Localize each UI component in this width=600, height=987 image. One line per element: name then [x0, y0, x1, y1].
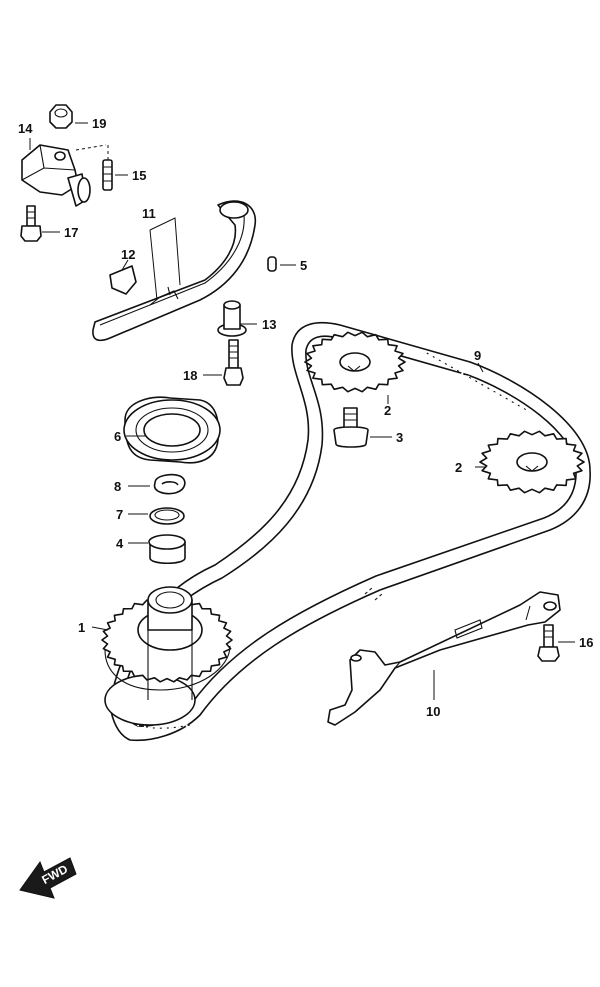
timing-chain [109, 322, 591, 742]
chain-guide [92, 200, 257, 342]
spacer [148, 534, 186, 565]
callout-11: 11 [142, 206, 156, 221]
callout-10: 10 [426, 704, 440, 719]
callout-16: 16 [579, 635, 593, 650]
callout-2b: 2 [455, 460, 462, 475]
bearing [123, 396, 221, 464]
guide-pad [109, 265, 137, 295]
callout-3: 3 [396, 430, 403, 445]
callout-12: 12 [121, 247, 135, 262]
bolt-17 [20, 205, 42, 242]
chain-tensioner [21, 144, 91, 207]
bolt-16 [537, 624, 560, 662]
callout-5: 5 [300, 258, 307, 273]
callout-9: 9 [474, 348, 481, 363]
crankshaft-gear [101, 586, 233, 726]
collar [217, 300, 247, 337]
callout-15: 15 [132, 168, 146, 183]
callout-8: 8 [114, 479, 121, 494]
o-ring [149, 507, 185, 525]
callout-13: 13 [262, 317, 276, 332]
cam-sprocket-lower [479, 430, 585, 494]
fwd-arrow: FWD [19, 857, 77, 899]
stud-bolt-15 [75, 144, 113, 191]
callout-18: 18 [183, 368, 197, 383]
callout-labels: 1 2 2 3 4 5 6 7 8 9 10 11 12 13 14 15 16… [18, 116, 593, 719]
callout-7: 7 [116, 507, 123, 522]
callout-1: 1 [78, 620, 85, 635]
callout-2a: 2 [384, 403, 391, 418]
tensioner-guide-rail [327, 591, 561, 726]
callout-19: 19 [92, 116, 106, 131]
leader-lines [29, 122, 575, 700]
cam-sprocket-upper [304, 331, 406, 393]
dowel-pin [267, 256, 277, 272]
circlip [153, 473, 186, 495]
callout-14: 14 [18, 121, 33, 136]
callout-4: 4 [116, 536, 124, 551]
nut-19 [49, 104, 73, 129]
bolt-3 [333, 407, 369, 448]
bolt-18 [223, 339, 244, 386]
chain-links-upper [424, 351, 531, 413]
callout-17: 17 [64, 225, 78, 240]
callout-6: 6 [114, 429, 121, 444]
